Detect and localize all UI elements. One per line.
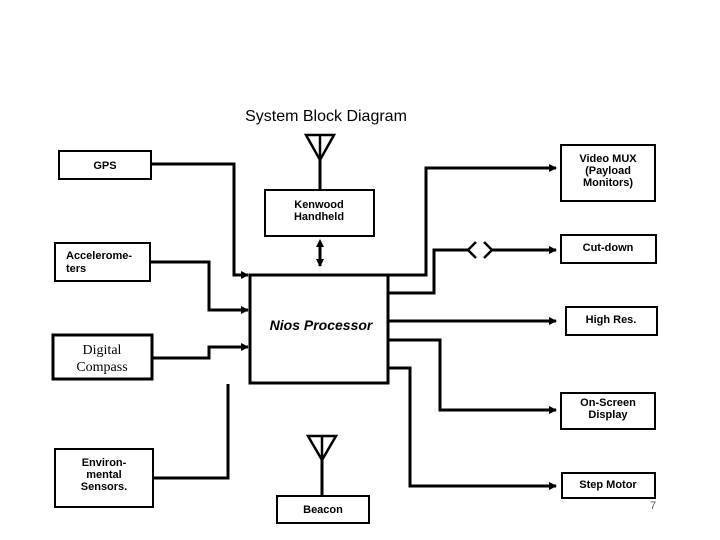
digital-compass-block: Digital Compass [51, 333, 154, 381]
beacon-label: Beacon [303, 504, 343, 516]
env-label-line3: Sensors. [81, 481, 127, 493]
beacon-antenna-icon [305, 434, 339, 463]
env-label-line1: Environ- [82, 457, 127, 469]
nios-processor-block: Nios Processor [248, 273, 390, 385]
step-motor-block: Step Motor [561, 472, 656, 499]
video-label-line1: Video MUX [579, 153, 637, 165]
environmental-sensors-block: Environ- mental Sensors. [54, 448, 154, 508]
cutdown-switch-icon [466, 241, 494, 259]
wire-compass [152, 343, 249, 360]
cut-down-block: Cut-down [560, 234, 657, 264]
high-res-block: High Res. [565, 306, 658, 336]
wire-accelerometers [150, 260, 249, 314]
osd-label-line1: On-Screen [580, 397, 636, 409]
highres-label: High Res. [586, 314, 637, 326]
accelerometers-label-line2: ters [66, 263, 86, 275]
osd-label-line2: Display [588, 409, 628, 421]
compass-label-line2: Compass [76, 360, 127, 375]
step-motor-label: Step Motor [579, 479, 637, 491]
wire-step-motor [388, 366, 557, 490]
wire-cutdown-a [388, 248, 468, 295]
wire-gps [151, 162, 249, 279]
kenwood-handheld-block: Kenwood Handheld [264, 189, 375, 237]
video-label-line2: (Payload [585, 165, 631, 177]
diagram-title: System Block Diagram [245, 108, 407, 125]
video-label-line3: Monitors) [583, 177, 633, 189]
processor-label: Nios Processor [270, 317, 374, 333]
page-number: 7 [650, 500, 656, 512]
cutdown-label: Cut-down [583, 242, 634, 254]
connection-wires [150, 160, 557, 496]
video-mux-block: Video MUX (Payload Monitors) [560, 144, 656, 202]
radio-label-line2: Handheld [294, 211, 344, 223]
gps-label: GPS [93, 160, 116, 172]
wire-on-screen-display [388, 338, 557, 414]
accelerometers-label-line1: Accelerome- [66, 250, 132, 262]
on-screen-display-block: On-Screen Display [560, 392, 656, 430]
antenna-icon [303, 133, 337, 163]
wire-environmental [153, 384, 230, 480]
compass-label-line1: Digital [83, 343, 122, 358]
accelerometers-block: Accelerome- ters [54, 242, 151, 282]
radio-label-line1: Kenwood [294, 199, 344, 211]
gps-block: GPS [58, 150, 152, 180]
env-label-line2: mental [86, 469, 121, 481]
beacon-block: Beacon [276, 495, 370, 524]
wire-video-mux [388, 164, 557, 277]
